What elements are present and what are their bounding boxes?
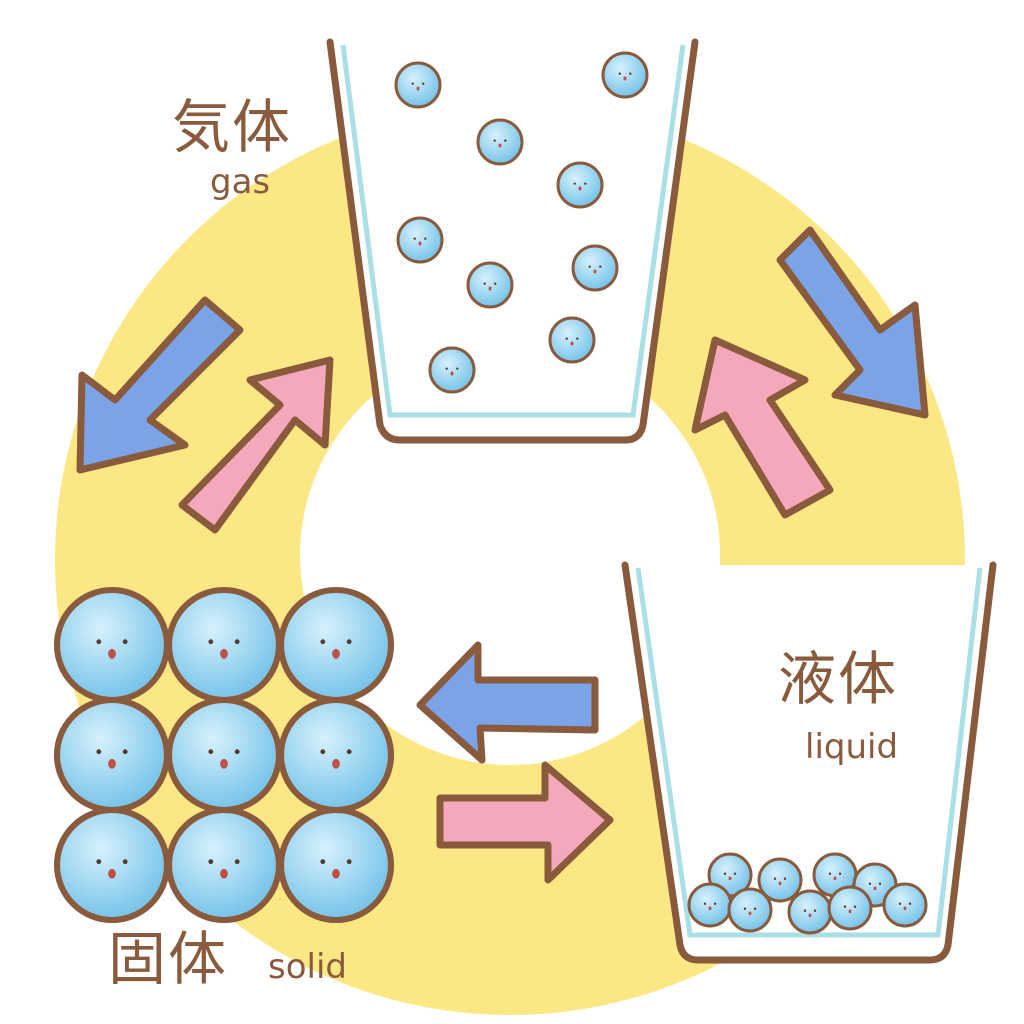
particle xyxy=(827,885,873,931)
melting-arrow xyxy=(436,761,614,884)
particle xyxy=(165,806,283,924)
gas-label-jp: 気体 xyxy=(172,93,293,161)
particle xyxy=(428,346,476,394)
particle xyxy=(601,51,649,99)
particle xyxy=(556,161,604,209)
particle xyxy=(476,118,524,166)
gas-particles xyxy=(394,51,649,394)
particle xyxy=(727,887,773,933)
particle xyxy=(787,889,833,935)
particle xyxy=(277,586,395,704)
freezing-arrow xyxy=(416,641,599,764)
particle xyxy=(757,857,803,903)
gas-cup xyxy=(326,38,699,444)
particle xyxy=(882,882,928,928)
liquid-label-en: liquid xyxy=(805,727,899,767)
particle xyxy=(396,216,444,264)
particle xyxy=(548,316,596,364)
particle xyxy=(571,244,619,292)
particle xyxy=(466,261,514,309)
evaporation-arrow xyxy=(178,356,334,534)
liquid-label-jp: 液体 xyxy=(778,645,899,713)
particle xyxy=(165,586,283,704)
solid-label-jp: 固体 xyxy=(108,925,229,993)
particle xyxy=(165,696,283,814)
evaporation-arrow-right xyxy=(691,336,834,519)
solid-particles xyxy=(53,586,395,924)
particle xyxy=(394,61,442,109)
particle xyxy=(277,696,395,814)
particle xyxy=(53,586,171,704)
condensation-arrow-right xyxy=(776,226,929,419)
particle xyxy=(53,696,171,814)
liquid-particles xyxy=(687,852,928,935)
gas-label-en: gas xyxy=(210,162,271,202)
solid-label-en: solid xyxy=(268,947,347,987)
particle xyxy=(687,882,733,928)
condensation-arrow xyxy=(76,296,244,474)
particle xyxy=(277,806,395,924)
particle xyxy=(53,806,171,924)
